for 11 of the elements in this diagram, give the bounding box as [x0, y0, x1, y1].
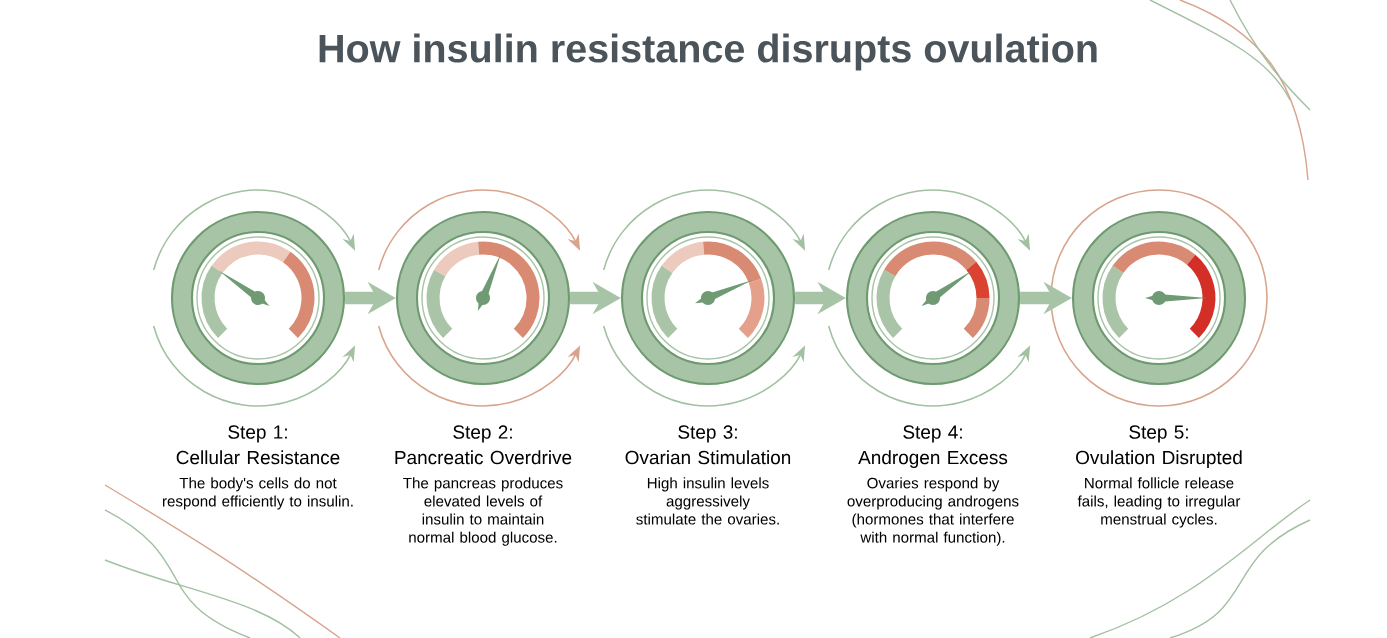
title: How insulin resistance disrupts ovulation: [319, 33, 1097, 71]
step-description: Ovaries respond by overproducing androgens (hormones that interfere with normal function).: [847, 477, 1019, 546]
step-heading: Step 4: Androgen Excess: [858, 425, 1008, 468]
step-description: The body's cells do not respond efficiently to insulin.: [162, 477, 353, 510]
step-description: High insulin levels aggressively stimulate the ovaries.: [636, 477, 779, 525]
step-description: The pancreas produces elevated levels of insulin to maintain normal blood glucose.: [403, 477, 563, 546]
step-description: Normal follicle release fails, leading to irregular menstrual cycles.: [1077, 477, 1241, 528]
step-heading: Step 5: Ovulation Disrupted: [1076, 425, 1242, 468]
step-heading: Step 3: Ovarian Stimulation: [625, 425, 791, 465]
step-heading: Step 1: Cellular Resistance: [176, 425, 340, 465]
step-heading: Step 2: Pancreatic Overdrive: [395, 425, 572, 465]
